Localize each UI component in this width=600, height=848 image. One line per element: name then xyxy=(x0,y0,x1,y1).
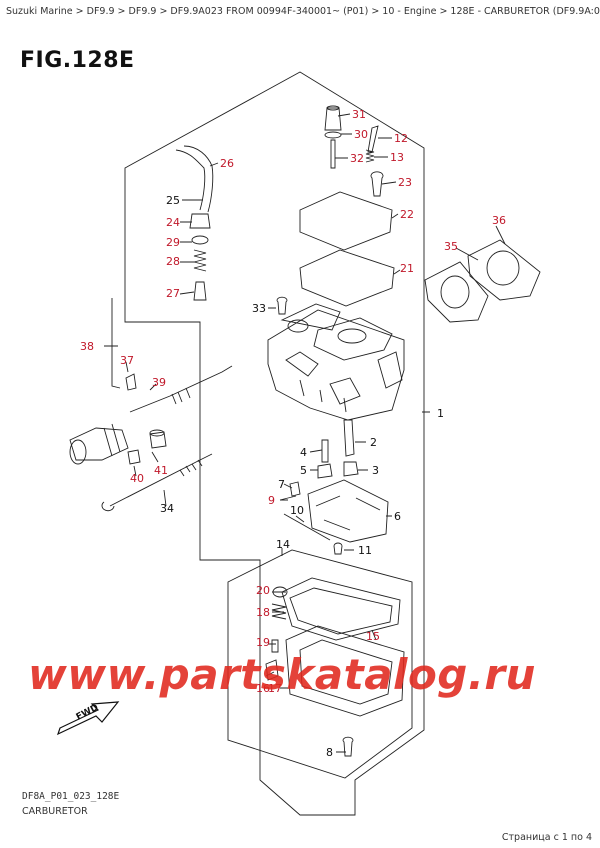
float-part xyxy=(307,479,389,543)
drawing-name: CARBURETOR xyxy=(22,806,88,817)
breadcrumb[interactable]: Suzuki Marine > DF9.9 > DF9.9 > DF9.9A02… xyxy=(6,6,600,17)
part-callout-20[interactable]: 20 xyxy=(256,584,270,597)
gasket-35-part xyxy=(424,261,489,323)
needle-10-part xyxy=(283,513,331,541)
screw-11-part xyxy=(333,542,343,555)
screw-part xyxy=(367,125,379,153)
carburetor-body xyxy=(267,303,405,421)
bowl-gasket-part xyxy=(281,577,401,641)
part-callout-2[interactable]: 2 xyxy=(370,436,377,449)
part-callout-16[interactable]: 16 xyxy=(256,682,270,695)
part-callout-25[interactable]: 25 xyxy=(166,194,180,207)
part-callout-4[interactable]: 4 xyxy=(300,446,307,459)
insulator-36-part xyxy=(467,239,541,301)
part-callout-38[interactable]: 38 xyxy=(80,340,94,353)
part-callout-17[interactable]: 17 xyxy=(268,682,282,695)
part-callout-11[interactable]: 11 xyxy=(358,544,372,557)
part-callout-18[interactable]: 18 xyxy=(256,606,270,619)
part-callout-41[interactable]: 41 xyxy=(154,464,168,477)
part-callout-5[interactable]: 5 xyxy=(300,464,307,477)
fwd-arrow-icon: FWD xyxy=(56,701,120,736)
part-callout-36[interactable]: 36 xyxy=(492,214,506,227)
part-callout-14[interactable]: 14 xyxy=(276,538,290,551)
screw-9-part xyxy=(279,495,297,501)
part-callout-23[interactable]: 23 xyxy=(398,176,412,189)
cap-part xyxy=(324,105,342,131)
part-callout-31[interactable]: 31 xyxy=(352,108,366,121)
part-callout-37[interactable]: 37 xyxy=(120,354,134,367)
jet-2-part xyxy=(343,419,355,457)
spring-28-part xyxy=(193,249,207,272)
gasket-part xyxy=(299,249,395,307)
spring-part xyxy=(365,149,375,163)
valve-part xyxy=(193,281,207,301)
part-callout-13[interactable]: 13 xyxy=(390,151,404,164)
part-callout-33[interactable]: 33 xyxy=(252,302,266,315)
assembly-boundary xyxy=(124,71,425,816)
choke-knob-part xyxy=(69,427,129,461)
part-callout-39[interactable]: 39 xyxy=(152,376,166,389)
jet-3-part xyxy=(343,461,359,477)
part-callout-26[interactable]: 26 xyxy=(220,157,234,170)
part-callout-30[interactable]: 30 xyxy=(354,128,368,141)
part-callout-19[interactable]: 19 xyxy=(256,636,270,649)
float-bowl-part xyxy=(285,625,405,717)
needle-part xyxy=(330,139,336,169)
callout-layer: 1234567891011121314151617181920212223242… xyxy=(80,108,506,759)
wire-part xyxy=(111,298,121,389)
spring-18-part xyxy=(271,603,287,620)
nut-part xyxy=(189,213,211,229)
part-callout-12[interactable]: 12 xyxy=(394,132,408,145)
clip-part xyxy=(125,373,137,391)
part-callout-15[interactable]: 15 xyxy=(366,630,380,643)
screw-23-part xyxy=(370,171,384,197)
hose-pipe-part xyxy=(175,145,214,213)
part-callout-7[interactable]: 7 xyxy=(278,478,285,491)
rod-part xyxy=(101,453,213,512)
part-callout-27[interactable]: 27 xyxy=(166,287,180,300)
nut-41-part xyxy=(149,431,167,449)
figure-title: FIG.128E xyxy=(20,48,135,73)
cable-part xyxy=(129,365,233,413)
part-callout-34[interactable]: 34 xyxy=(160,502,174,515)
part-callout-6[interactable]: 6 xyxy=(394,510,401,523)
part-callout-29[interactable]: 29 xyxy=(166,236,180,249)
float-chamber-boundary xyxy=(227,549,413,779)
screw-33-part xyxy=(276,296,288,315)
pager[interactable]: Страница с 1 по 4 xyxy=(501,832,592,843)
pin-7-part xyxy=(289,481,301,497)
part-callout-40[interactable]: 40 xyxy=(130,472,144,485)
o-ring-part xyxy=(324,131,342,139)
jet-5-part xyxy=(317,463,333,479)
screw-19-part xyxy=(271,639,279,653)
plug-16-part xyxy=(265,659,279,681)
watermark: www.partskatalog.ru xyxy=(28,650,536,699)
part-callout-22[interactable]: 22 xyxy=(400,208,414,221)
part-callout-10[interactable]: 10 xyxy=(290,504,304,517)
part-callout-8[interactable]: 8 xyxy=(326,746,333,759)
drain-screw-part xyxy=(342,736,354,757)
part-callout-3[interactable]: 3 xyxy=(372,464,379,477)
part-callout-9[interactable]: 9 xyxy=(268,494,275,507)
washer-40-part xyxy=(127,449,141,465)
cover-part xyxy=(299,191,393,251)
part-callout-24[interactable]: 24 xyxy=(166,216,180,229)
part-callout-35[interactable]: 35 xyxy=(444,240,458,253)
part-callout-21[interactable]: 21 xyxy=(400,262,414,275)
drawing-code: DF8A_P01_023_128E xyxy=(22,791,120,802)
jet-4-part xyxy=(321,439,329,463)
part-callout-32[interactable]: 32 xyxy=(350,152,364,165)
part-callout-28[interactable]: 28 xyxy=(166,255,180,268)
ring-29-part xyxy=(191,235,209,245)
part-callout-1[interactable]: 1 xyxy=(437,407,444,420)
